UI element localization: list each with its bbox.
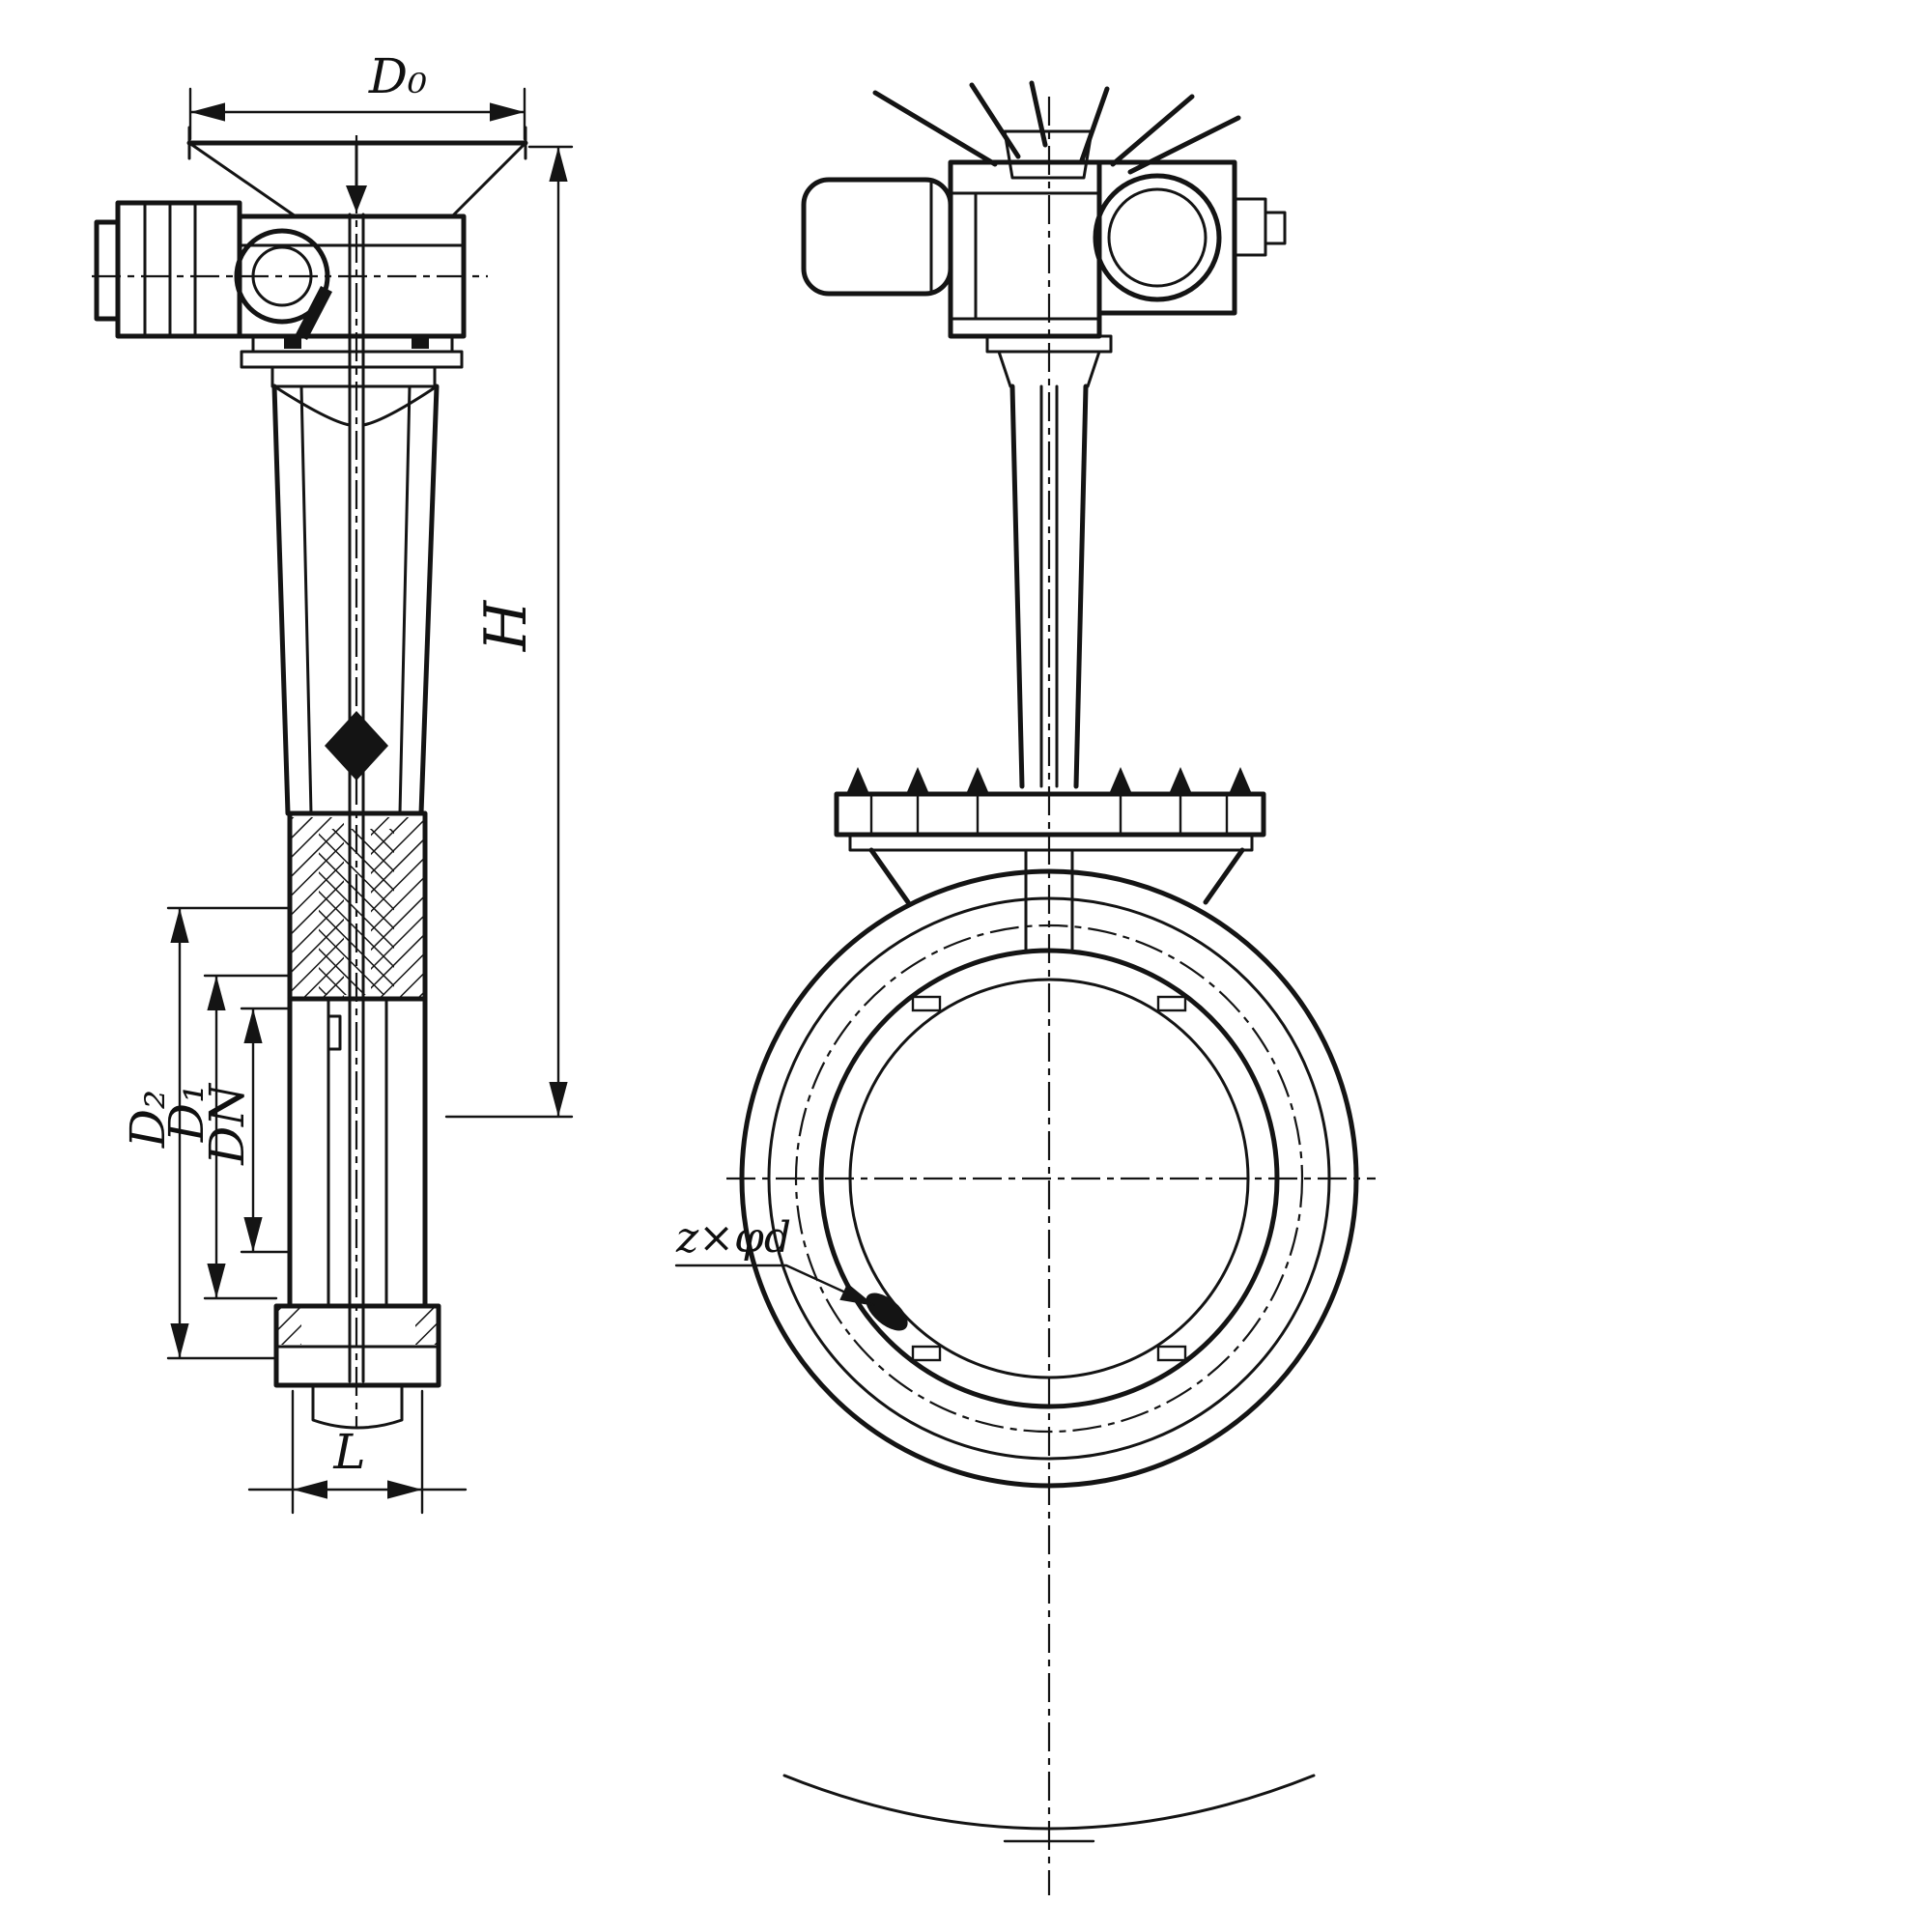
- dimension-h: H: [444, 145, 574, 1119]
- yoke-side: [271, 213, 440, 1383]
- front-view: z×φd: [674, 80, 1376, 1895]
- dim-label-l: L: [332, 1424, 365, 1480]
- dimension-dn: DN: [199, 1007, 290, 1254]
- bolt-spec-label: z×φd: [675, 1213, 791, 1263]
- actuator-side: [94, 200, 467, 388]
- actuator-front: [801, 159, 1287, 388]
- bolt-spec-callout: z×φd: [674, 1213, 877, 1308]
- stuffing-box-section: [287, 810, 428, 1002]
- lever-handle: [296, 286, 332, 340]
- body-neck-side: [287, 996, 428, 1309]
- dim-label-h: H: [472, 599, 540, 652]
- dimension-d1: D₁: [158, 974, 290, 1300]
- body-front: [739, 868, 1359, 1831]
- centerlines-front: [726, 97, 1376, 1895]
- handwheel-hub-circle: [1093, 173, 1222, 302]
- bottom-arc: [782, 1774, 1316, 1831]
- bottom-flange-side: [273, 1303, 441, 1430]
- dimension-d2: D₂: [120, 906, 290, 1360]
- bolt-hole-filled: [866, 1293, 908, 1331]
- side-section-view: D₀ H D₂ D₁ DN: [92, 48, 574, 1515]
- motor-flange-circle: [234, 228, 330, 325]
- dim-label-dn: DN: [199, 1082, 255, 1166]
- dim-label-d2: D₂: [120, 1090, 176, 1149]
- dimension-d0: D₀: [188, 48, 526, 141]
- dim-label-d0: D₀: [368, 48, 427, 104]
- dimension-l: L: [247, 1389, 468, 1515]
- stem-nut: [325, 711, 388, 781]
- bolt-circle-centerline: [794, 923, 1304, 1434]
- dim-label-d1: D₁: [158, 1084, 214, 1143]
- stem-column-front: [1009, 384, 1089, 789]
- stem-lines: [348, 213, 365, 1383]
